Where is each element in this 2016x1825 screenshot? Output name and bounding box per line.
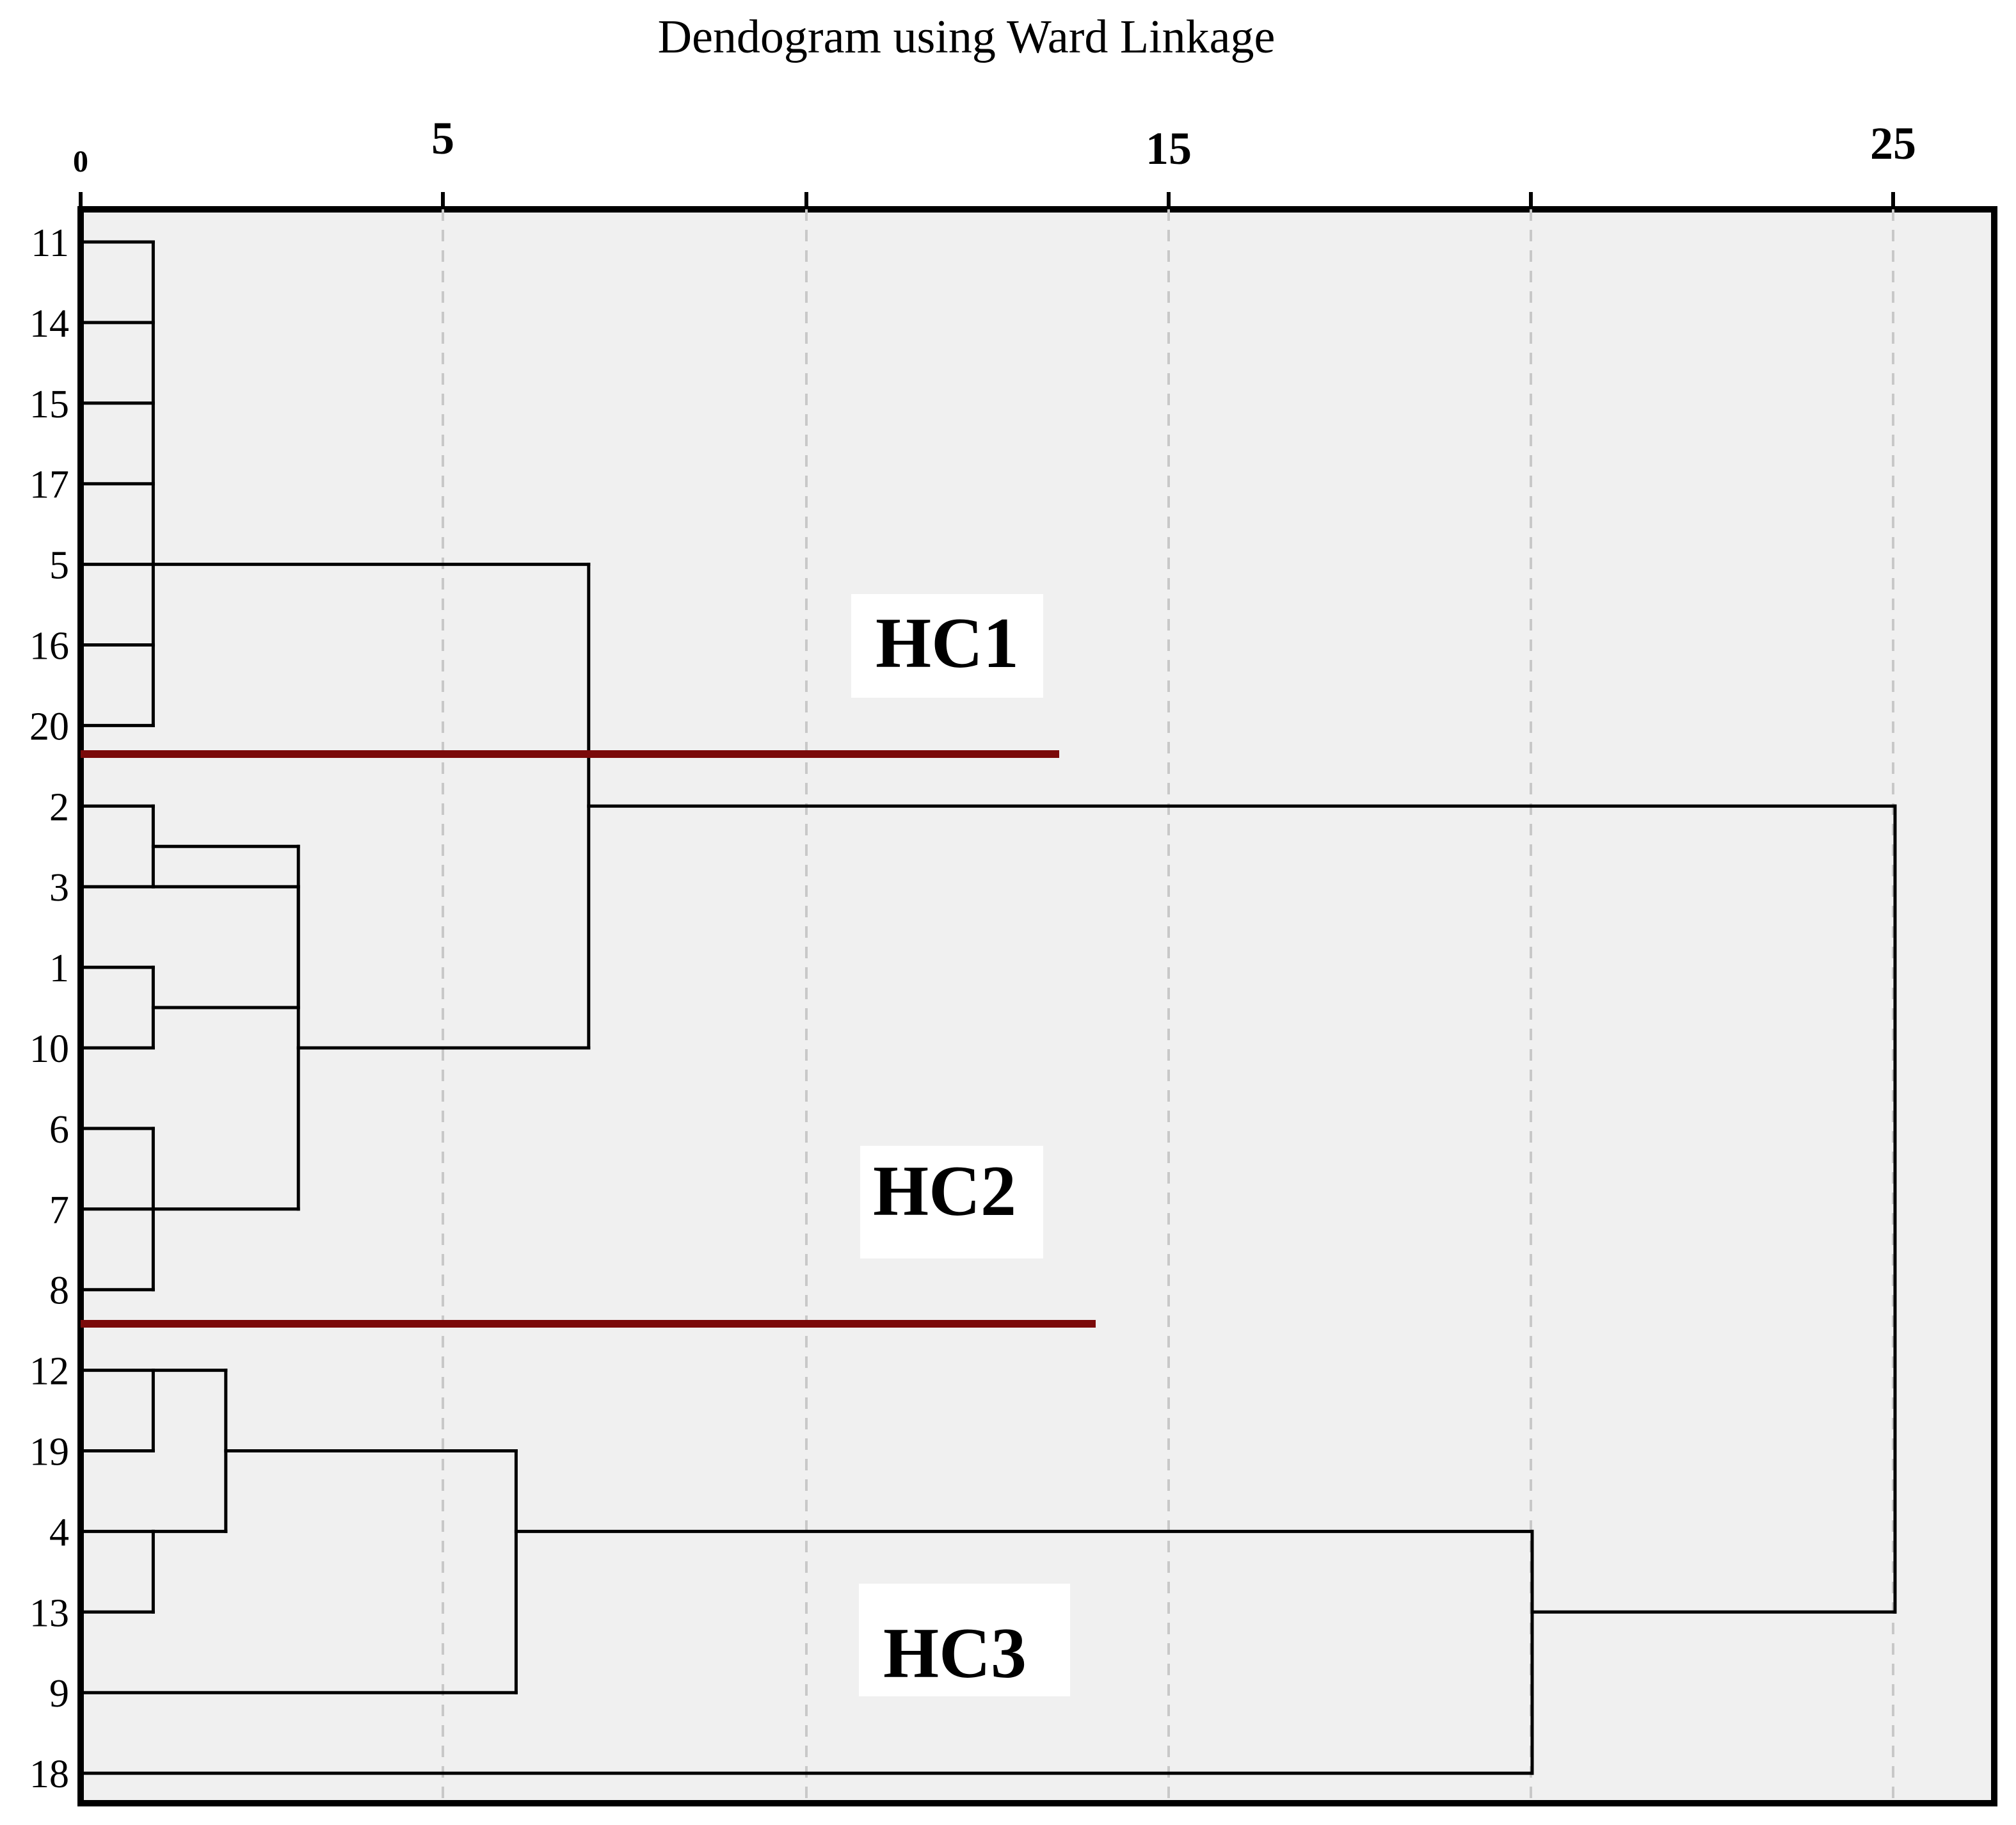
- leaf-label: 7: [49, 1189, 69, 1232]
- leaf-label: 3: [49, 866, 69, 910]
- leaf-label: 16: [29, 625, 69, 668]
- leaf-label: 12: [29, 1350, 69, 1394]
- cluster-label-box: [859, 1584, 1070, 1696]
- leaf-label: 6: [49, 1108, 69, 1152]
- leaf-label: 11: [31, 221, 69, 265]
- axis-tick-label: 5: [431, 113, 454, 164]
- cluster-label: HC3: [883, 1614, 1027, 1693]
- leaf-label: 9: [49, 1672, 69, 1716]
- axis-tick-label: 15: [1146, 123, 1192, 174]
- leaf-label: 15: [29, 383, 69, 426]
- cluster-label-box: [860, 1146, 1043, 1258]
- leaf-label: 10: [29, 1027, 69, 1071]
- cluster-dividers: [81, 750, 1096, 1328]
- leaf-label: 18: [29, 1753, 69, 1796]
- chart-title: Dendogram using Ward Linkage: [658, 11, 1276, 63]
- leaf-label: 1: [49, 947, 69, 990]
- leaf-label: 5: [49, 544, 69, 588]
- leaf-label: 14: [29, 302, 69, 346]
- leaf-label: 17: [29, 463, 69, 507]
- cluster-label: HC1: [876, 604, 1019, 683]
- leaf-labels: 11 14 15 17 5 16 20 2 3 1 10 6 7 8 12 19 4 13 9 18: [29, 221, 69, 1796]
- leaf-label: 4: [49, 1511, 69, 1554]
- cluster-label-box: [851, 594, 1043, 698]
- top-axis: 0 5 15 25: [73, 113, 1916, 209]
- leaf-label: 8: [49, 1269, 69, 1313]
- axis-tick-label: 0: [73, 145, 88, 179]
- leaf-label: 2: [49, 785, 69, 829]
- leaf-label: 19: [29, 1431, 69, 1474]
- axis-tick-label: 25: [1870, 118, 1916, 169]
- dendrogram-links: [79, 240, 1897, 1775]
- leaf-label: 13: [29, 1591, 69, 1635]
- leaf-label: 20: [29, 705, 69, 748]
- cluster-label: HC2: [873, 1152, 1016, 1231]
- plot-area: [77, 206, 1997, 1806]
